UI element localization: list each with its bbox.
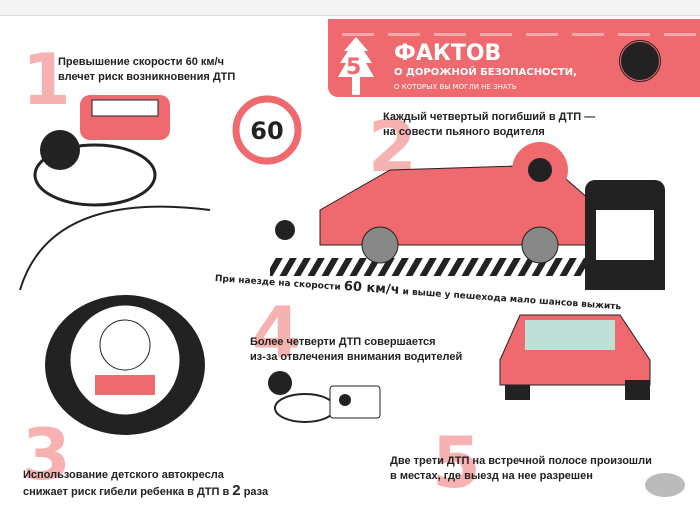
fact-2-line1: Каждый четвертый погибший в ДТП —	[383, 111, 596, 123]
fact-5-number: 5	[432, 422, 481, 504]
road-dashes	[342, 33, 700, 36]
fact-4-line2: из-за отвлечения внимания водителей	[250, 351, 463, 363]
fact-3-number: 3	[22, 414, 71, 496]
fact-1-line2: влечет риск возникновения ДТП	[58, 71, 236, 83]
fact-3-line2b: раза	[240, 486, 269, 498]
header-subtitle-small: О КОТОРЫХ ВЫ МОГЛИ НЕ ЗНАТЬ	[394, 83, 517, 91]
fact-5-text: Две трети ДТП на встречной полосе произо…	[390, 454, 652, 484]
header-number: 5	[346, 55, 362, 80]
fact-2-text: Каждый четвертый погибший в ДТП — на сов…	[383, 110, 595, 140]
fact-3-line1: Использование детского автокресла	[23, 469, 224, 481]
fact-5-line2: в местах, где выезд на нее разрешен	[390, 470, 593, 482]
browser-top-bar	[0, 0, 700, 16]
fact-4-number: 4	[252, 292, 301, 374]
pedestrian-note-speed: 60 км/ч	[343, 279, 401, 298]
speed-sign-value: 60	[250, 117, 283, 145]
header-banner: 5 ФАКТОВ О ДОРОЖНОЙ БЕЗОПАСНОСТИ, О КОТО…	[328, 19, 700, 97]
distracted-driver-illustration	[268, 371, 381, 423]
fact-5-line1: Две трети ДТП на встречной полосе произо…	[390, 455, 652, 467]
header-title: ФАКТОВ	[394, 41, 502, 66]
fact-1-text: Превышение скорости 60 км/ч влечет риск …	[58, 55, 235, 85]
pedestrian-note-post: и выше у пешехода мало шансов выжить	[399, 286, 622, 313]
car-pedestrian-illustration	[270, 142, 665, 290]
speed-limit-sign: 60	[232, 95, 302, 165]
fact-1-number: 1	[22, 39, 71, 121]
fact-4-text: Более четверти ДТП совершается из-за отв…	[250, 335, 462, 365]
air-freshener-tag-icon	[338, 37, 374, 95]
child-seat-illustration	[45, 295, 205, 435]
car-interior-illustration	[19, 95, 211, 290]
bush-icon	[645, 473, 685, 497]
pedestrian-note-pre: При наезде на скорости	[214, 274, 345, 293]
fact-2-line2: на совести пьяного водителя	[383, 126, 545, 138]
header-subtitle: О ДОРОЖНОЙ БЕЗОПАСНОСТИ,	[394, 67, 577, 78]
fact-4-line1: Более четверти ДТП совершается	[250, 336, 436, 348]
fact-3-text: Использование детского автокресла снижае…	[23, 468, 268, 500]
traffic-police-emblem	[618, 39, 662, 83]
fact-3-line2a: снижает риск гибели ребенка в ДТП в	[23, 486, 233, 498]
fact-1-line1: Превышение скорости 60 км/ч	[58, 56, 224, 68]
red-hatchback-illustration	[499, 314, 651, 400]
fact-3-highlight: 2	[232, 482, 241, 499]
